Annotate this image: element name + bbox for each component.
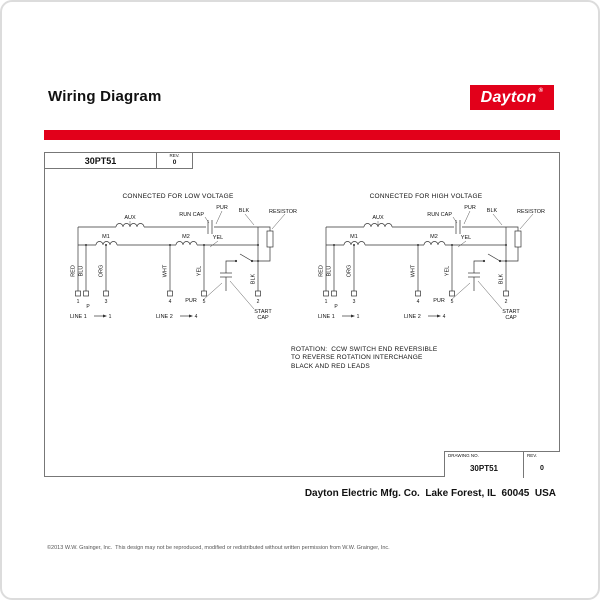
resistor-icon: [514, 230, 522, 248]
company-footer: Dayton Electric Mfg. Co. Lake Forest, IL…: [304, 488, 556, 499]
dayton-logo-text: Dayton: [480, 88, 537, 106]
m2-label: M2: [182, 234, 190, 240]
org-wire-label: ORG: [99, 265, 105, 278]
line2-label: LINE 2: [156, 314, 173, 320]
dayton-logo: Dayton®: [470, 85, 554, 110]
blk-top-label: BLK: [239, 208, 250, 214]
aux-coil: [363, 223, 393, 228]
rev-value: 0: [172, 159, 177, 167]
drawing-no-label: DRAWING NO.: [448, 453, 479, 458]
m1-coil: [343, 241, 366, 246]
line1-label: LINE 1: [70, 314, 87, 320]
terminal-4: 4: [169, 299, 172, 305]
line2-label: LINE 2: [404, 314, 421, 320]
m2-coil: [175, 241, 198, 246]
run-cap-label: RUN CAP: [179, 212, 204, 218]
rotation-note-line2: TO REVERSE ROTATION INTERCHANGE: [291, 354, 423, 362]
m2-coil: [423, 241, 446, 246]
org-wire-label: ORG: [347, 265, 353, 278]
rotation-note: ROTATION: CCW SWITCH END REVERSIBLE TO R…: [291, 346, 437, 371]
title-block-bottom: DRAWING NO. REV. 30PT51 0: [444, 451, 560, 478]
drawing-frame: 30PT51 REV. 0 CONNECTED FOR LOW VOLTAGE …: [44, 152, 560, 478]
terminal-5: 5: [451, 299, 454, 305]
red-divider-bar: [44, 130, 560, 140]
yel-mid-label: YEL: [461, 235, 471, 241]
rotation-note-line3: BLACK AND RED LEADS: [291, 362, 370, 370]
terminal-1: 1: [325, 299, 328, 305]
high-voltage-schematic: AUX M1 M2 RUN CAP PUR BLK RESISTOR YEL R…: [318, 205, 545, 321]
blu-wire-label: BLU: [327, 266, 333, 277]
blk-wire-label: BLK: [499, 273, 505, 284]
m2-label: M2: [430, 234, 438, 240]
start-cap-label-2: CAP: [257, 315, 269, 321]
m1-label: M1: [350, 234, 358, 240]
blk-wire-label: BLK: [251, 273, 257, 284]
registered-mark-icon: ®: [538, 88, 544, 94]
m1-label: M1: [102, 234, 110, 240]
aux-label: AUX: [372, 215, 384, 221]
red-wire-label: RED: [319, 265, 325, 277]
terminal-3: 3: [105, 299, 108, 305]
wires: [75, 210, 286, 318]
resistor-label: RESISTOR: [517, 209, 545, 215]
red-wire-label: RED: [71, 265, 77, 277]
line1-label: LINE 1: [318, 314, 335, 320]
copyright-line: ©2013 W.W. Grainger, Inc. This design ma…: [47, 545, 390, 551]
drawing-rev-value: 0: [523, 461, 560, 478]
switch-icon: [239, 253, 253, 262]
wht-wire-label: WHT: [411, 264, 417, 277]
line1-terminal: 1: [357, 314, 360, 320]
m1-coil: [95, 241, 118, 246]
wht-wire-label: WHT: [163, 264, 169, 277]
pur-bottom-label: PUR: [433, 298, 445, 304]
drawing-no-value: 30PT51: [469, 464, 499, 473]
pur-bottom-label: PUR: [185, 298, 197, 304]
terminal-4: 4: [417, 299, 420, 305]
resistor-icon: [266, 230, 274, 248]
switch-icon: [487, 253, 501, 262]
yel-mid-label: YEL: [213, 235, 223, 241]
wires: [323, 210, 534, 318]
drawing-rev-label: REV.: [523, 452, 560, 461]
start-cap-label-1: START: [254, 309, 272, 315]
terminal-3: 3: [353, 299, 356, 305]
blu-wire-label: BLU: [79, 266, 85, 277]
terminal-1: 1: [77, 299, 80, 305]
line2-terminal: 4: [443, 314, 446, 320]
line2-terminal: 4: [195, 314, 198, 320]
high-voltage-heading: CONNECTED FOR HIGH VOLTAGE: [369, 193, 483, 200]
low-voltage-schematic: AUX M1 M2 RUN CAP PUR BLK RESISTOR YEL R…: [70, 205, 297, 321]
yel-wire-label: YEL: [197, 266, 203, 276]
blk-top-label: BLK: [487, 208, 498, 214]
pur-top-label: PUR: [216, 205, 228, 211]
rotation-note-line1: ROTATION: CCW SWITCH END REVERSIBLE: [291, 346, 438, 353]
rev-label: REV.: [169, 153, 180, 159]
rev-cell: REV. 0: [157, 153, 193, 168]
terminal-2: 2: [505, 299, 508, 305]
title-block-top: 30PT51 REV. 0: [45, 153, 193, 169]
yel-wire-label: YEL: [445, 266, 451, 276]
low-voltage-heading: CONNECTED FOR LOW VOLTAGE: [122, 193, 234, 200]
line1-terminal: 1: [109, 314, 112, 320]
aux-label: AUX: [124, 215, 136, 221]
terminal-p: P: [334, 304, 338, 310]
start-cap-label-1: START: [502, 309, 520, 315]
page-title: Wiring Diagram: [48, 88, 162, 105]
run-cap-label: RUN CAP: [427, 212, 452, 218]
start-cap-label-2: CAP: [505, 315, 517, 321]
resistor-label: RESISTOR: [269, 209, 297, 215]
terminal-2: 2: [257, 299, 260, 305]
terminal-5: 5: [203, 299, 206, 305]
pur-top-label: PUR: [464, 205, 476, 211]
part-number: 30PT51: [45, 153, 157, 168]
aux-coil: [115, 223, 145, 228]
terminal-p: P: [86, 304, 90, 310]
